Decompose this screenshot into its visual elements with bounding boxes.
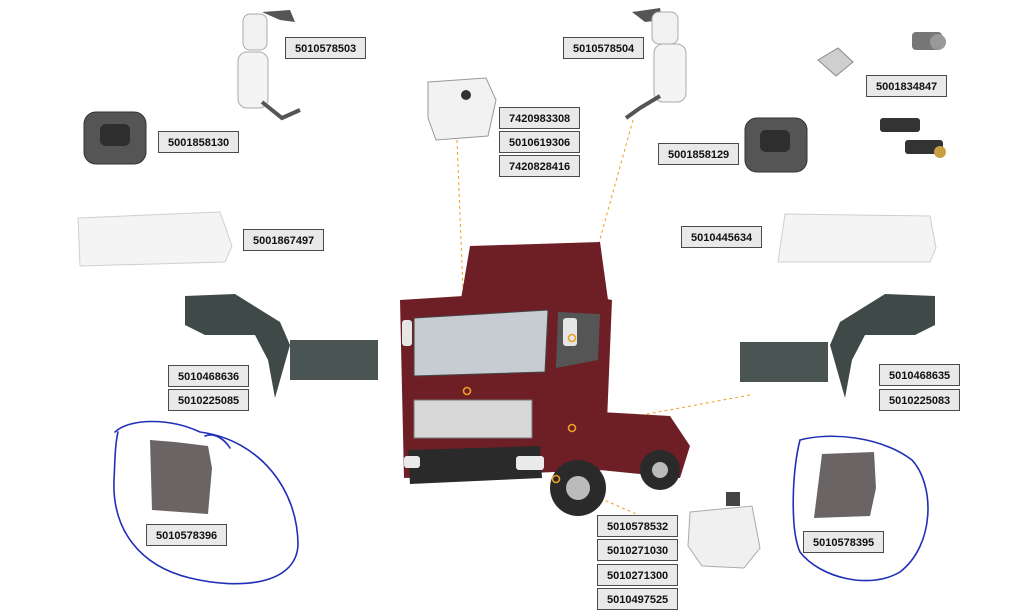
- part-number-step-right-2: 5010225083: [879, 389, 961, 411]
- part-number-expansion-tank-3: 5010271300: [597, 564, 679, 586]
- step-right-image: [740, 294, 935, 398]
- part-number-step-left-1: 5010468636: [168, 365, 250, 387]
- lock-set-image: [817, 32, 946, 158]
- part-number-mudguard-right: 5010578395: [803, 531, 885, 553]
- washer-tank-image: [427, 77, 497, 141]
- expansion-tank-image: [687, 492, 761, 569]
- diagram-artwork: [77, 8, 946, 585]
- part-number-lock-set: 5001834847: [866, 75, 948, 97]
- part-number-mudguard-left: 5010578396: [146, 524, 228, 546]
- handle-left-image: [83, 111, 147, 165]
- part-number-mirror-left: 5010578503: [285, 37, 367, 59]
- callout-dots: [462, 333, 577, 484]
- mirror-right-image: [624, 8, 687, 120]
- mirror-left-image: [237, 10, 301, 121]
- part-number-deflector-left: 5001867497: [243, 229, 325, 251]
- part-number-washer-tank-1: 7420983308: [499, 107, 581, 129]
- parts-diagram: 5010578503 5010578504 5001834847 5001858…: [77, 8, 961, 610]
- part-number-expansion-tank-1: 5010578532: [597, 515, 679, 537]
- part-number-step-left-2: 5010225085: [168, 389, 250, 411]
- handle-right-image: [744, 117, 808, 173]
- part-number-step-right-1: 5010468635: [879, 364, 961, 386]
- part-number-washer-tank-3: 7420828416: [499, 155, 581, 177]
- part-number-handle-left: 5001858130: [158, 131, 240, 153]
- part-number-mirror-right: 5010578504: [563, 37, 645, 59]
- deflector-left-image: [77, 211, 233, 267]
- mudguard-right-image: [814, 452, 876, 518]
- part-number-expansion-tank-2: 5010271030: [597, 539, 679, 561]
- part-number-deflector-right: 5010445634: [681, 226, 763, 248]
- truck-image: [400, 242, 690, 516]
- part-number-expansion-tank-4: 5010497525: [597, 588, 679, 610]
- step-left-image: [185, 294, 378, 398]
- part-number-washer-tank-2: 5010619306: [499, 131, 581, 153]
- mudguard-left-image: [150, 440, 212, 514]
- hand-annotations: [113, 420, 929, 585]
- deflector-right-image: [777, 213, 937, 263]
- part-number-handle-right: 5001858129: [658, 143, 740, 165]
